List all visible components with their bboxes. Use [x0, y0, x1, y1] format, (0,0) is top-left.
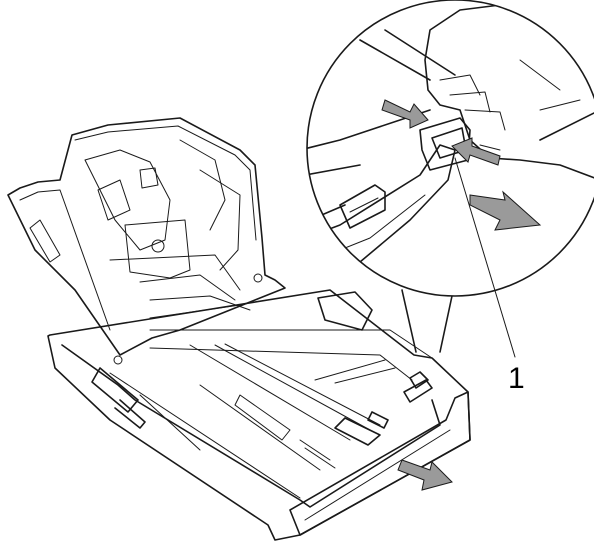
pull-out-arrow — [397, 459, 453, 491]
paper-tray — [47, 289, 471, 541]
callout-label: 1 — [508, 362, 525, 395]
tray-cover — [7, 117, 286, 365]
zoom-detail — [306, 0, 594, 353]
callout-1: 1 — [454, 157, 525, 395]
